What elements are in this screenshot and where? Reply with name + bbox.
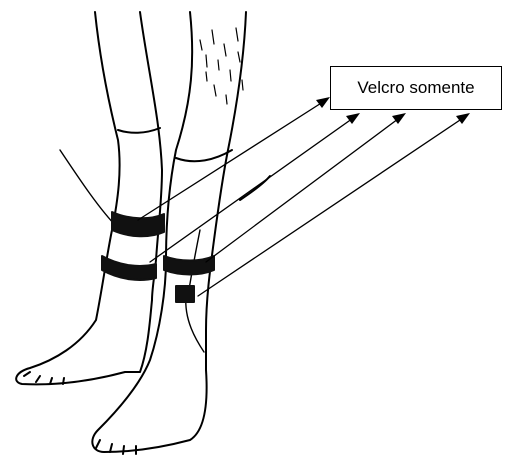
- arrow-line-3: [206, 116, 402, 262]
- sensor-cables: [60, 150, 204, 352]
- strap-upper-left: [112, 212, 164, 236]
- strap-buckle: [176, 286, 194, 302]
- arrow-line-1: [138, 100, 326, 220]
- arrowhead-1: [316, 97, 330, 108]
- velcro-callout-box: Velcro somente: [330, 66, 502, 110]
- arrow-line-2: [150, 116, 356, 262]
- arrow-line-4: [198, 116, 466, 296]
- arrowhead-4: [456, 113, 470, 124]
- strap-lower-right: [164, 256, 214, 275]
- strap-lower-left: [102, 256, 156, 280]
- left-leg: [16, 12, 162, 384]
- leg-hair-hatching: [200, 28, 243, 104]
- velcro-callout-label: Velcro somente: [357, 78, 474, 98]
